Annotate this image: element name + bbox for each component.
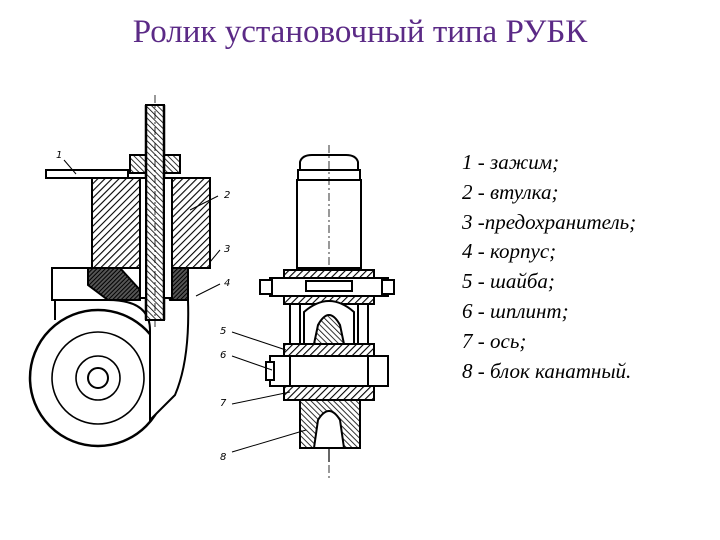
legend-item: 1 - зажим; — [462, 150, 560, 174]
side-view — [28, 95, 211, 448]
legend-item: 5 - шайба; — [462, 269, 555, 294]
parts-legend: 1 - зажим; 2 - втулка; 3 -предохранитель… — [462, 148, 636, 386]
legend-item: 2 - втулка; — [462, 179, 559, 204]
callout-4: 4 — [224, 278, 230, 289]
callout-5: 5 — [220, 326, 226, 337]
callout-8: 8 — [220, 452, 226, 463]
legend-item: 6 - шплинт; — [462, 298, 569, 323]
legend-item: 8 - блок канатный. — [462, 358, 632, 383]
legend-item: 3 -предохранитель; — [462, 209, 637, 234]
legend-item: 7 - ось; — [462, 328, 527, 353]
callout-1: 1 — [56, 150, 62, 161]
callout-3: 3 — [224, 244, 230, 255]
front-view — [259, 145, 395, 480]
callout-7: 7 — [220, 398, 227, 409]
callout-6: 6 — [220, 350, 226, 361]
callouts — [63, 159, 307, 453]
legend-item: 4 - корпус; — [462, 239, 557, 264]
page-title: Ролик установочный типа РУБК — [132, 14, 588, 50]
callout-2: 2 — [224, 190, 230, 201]
